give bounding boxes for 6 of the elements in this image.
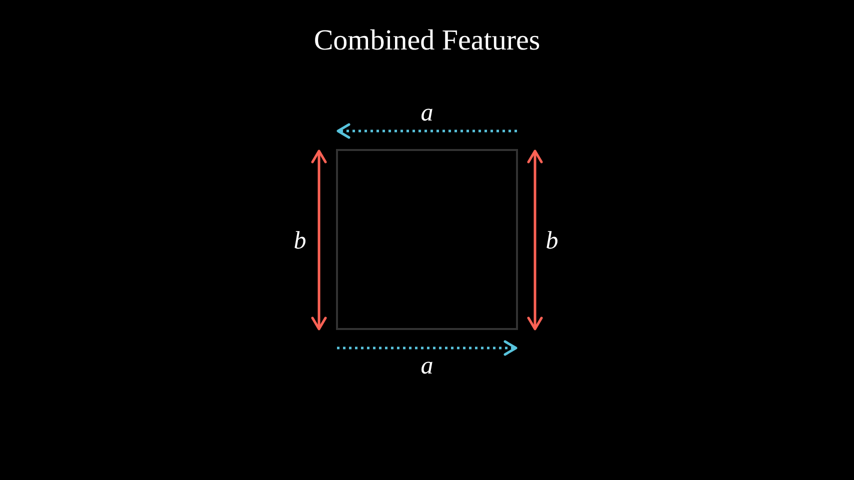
dimension-label: a xyxy=(420,100,434,126)
dimension-label: a xyxy=(420,354,434,378)
square-outline xyxy=(336,149,518,330)
title: Combined Features xyxy=(314,26,540,56)
dimension-label: b xyxy=(546,228,558,254)
dimension-label: b xyxy=(294,228,306,254)
